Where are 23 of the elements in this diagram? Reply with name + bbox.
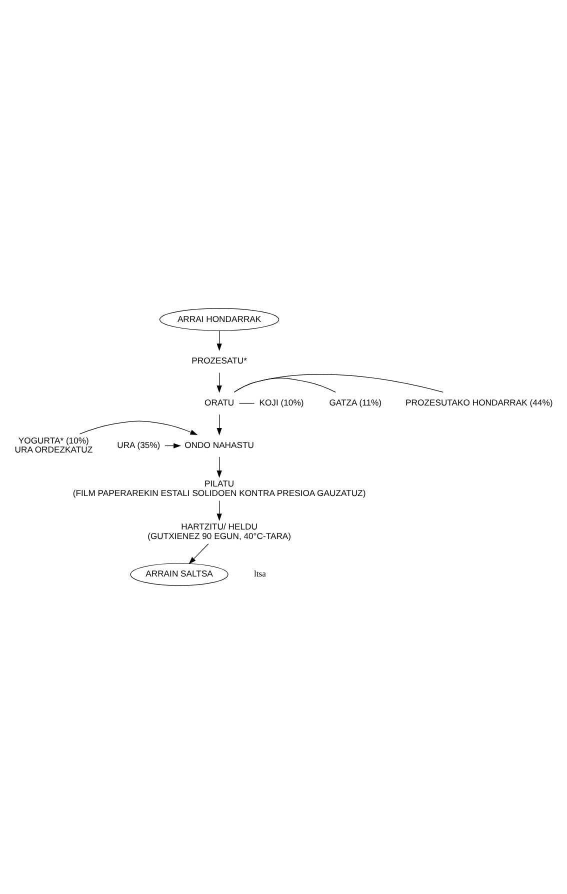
arrow: [216, 500, 222, 522]
connector: [234, 378, 336, 392]
arrow: [216, 414, 222, 436]
node-text: KOJI (10%): [259, 398, 304, 408]
arrow: [188, 544, 209, 564]
node-text: ORATU: [204, 398, 234, 408]
node-text: GATZA (11%): [329, 398, 382, 408]
node-ellipse: ARRAIN SALTSA: [130, 563, 228, 586]
node-ellipse: ARRAI HONDARRAK: [159, 308, 280, 331]
node-text: ONDO NAHASTU: [184, 440, 254, 450]
arrow: [216, 330, 222, 351]
label: ltsa: [254, 568, 266, 579]
node-text: YOGURTA* (10%) URA ORDEZKATUZ: [14, 435, 93, 455]
node-text: PROZESATU*: [192, 356, 247, 366]
connector: [234, 374, 444, 392]
arrow: [216, 372, 222, 393]
arrow: [79, 420, 198, 436]
node-text: PROZESUTAKO HONDARRAK (44%): [406, 398, 553, 408]
connector: [238, 402, 255, 404]
node-text: HARTZITU/ HELDU (GUTXIENEZ 90 EGUN, 40°C-TARA): [148, 522, 292, 541]
node-text: URA (35%): [117, 440, 160, 450]
node-text: PILATU (FILM PAPERAREKIN ESTALI SOLIDOEN KONTRA PRESIOA GAUZATUZ): [72, 478, 366, 498]
arrow: [216, 456, 222, 478]
